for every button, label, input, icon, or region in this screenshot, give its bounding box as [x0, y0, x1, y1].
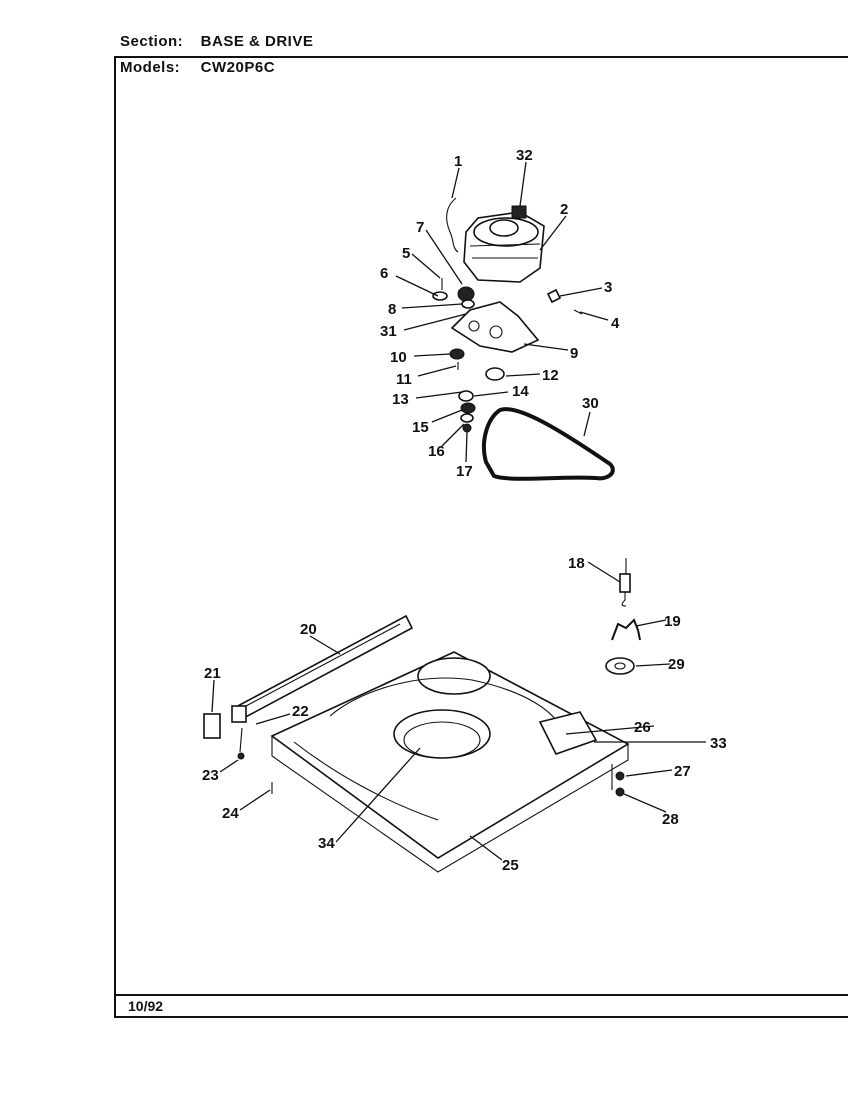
- section-label: Section:: [120, 33, 184, 50]
- base-part: [270, 651, 630, 873]
- callout-34: 34: [318, 835, 335, 852]
- callout-4: 4: [611, 315, 620, 332]
- callout-19: 19: [664, 613, 681, 630]
- callout-8: 8: [388, 301, 396, 318]
- diagram-frame: [114, 56, 848, 1018]
- callout-7: 7: [416, 219, 424, 236]
- models-label: Models:: [120, 59, 181, 76]
- callout-2: 2: [560, 201, 568, 218]
- section-value: BASE & DRIVE: [200, 33, 314, 50]
- callout-18: 18: [568, 555, 585, 572]
- callout-20: 20: [300, 621, 317, 638]
- callout-5: 5: [402, 245, 410, 262]
- callout-28: 28: [662, 811, 679, 828]
- callout-labels: 1 2 3 4 5 6 7 8 9 10 11 12 13 14 15 16 1…: [202, 147, 727, 874]
- callout-29: 29: [668, 656, 685, 673]
- drive-plate-part: [450, 301, 540, 353]
- callout-1: 1: [454, 153, 462, 170]
- footer-date: 10/92: [128, 998, 164, 1014]
- callout-12: 12: [542, 367, 559, 384]
- callout-24: 24: [222, 805, 239, 822]
- callout-31: 31: [380, 323, 397, 340]
- callout-30: 30: [582, 395, 599, 412]
- drive-belt-part: [481, 407, 615, 481]
- callout-6: 6: [380, 265, 388, 282]
- callout-14: 14: [512, 383, 529, 400]
- spring-part: [619, 558, 631, 607]
- callout-26: 26: [634, 719, 651, 736]
- callout-23: 23: [202, 767, 219, 784]
- callout-21: 21: [204, 665, 221, 682]
- wire-part: [446, 197, 459, 253]
- callout-16: 16: [428, 443, 445, 460]
- callout-33: 33: [710, 735, 727, 752]
- callout-9: 9: [570, 345, 578, 362]
- leader-lines: [211, 161, 706, 861]
- support-bar-part: [231, 614, 414, 723]
- section-header: Section: BASE & DRIVE: [120, 33, 313, 50]
- footer-rule: [114, 994, 848, 996]
- motor-part: [463, 205, 545, 283]
- callout-25: 25: [502, 857, 519, 874]
- callout-27: 27: [674, 763, 691, 780]
- callout-32: 32: [516, 147, 533, 164]
- callout-17: 17: [456, 463, 473, 480]
- callout-3: 3: [604, 279, 612, 296]
- callout-11: 11: [396, 371, 412, 388]
- models-header: Models: CW20P6C: [120, 59, 275, 76]
- callout-15: 15: [412, 419, 429, 436]
- callout-13: 13: [392, 391, 409, 408]
- models-value: CW20P6C: [200, 59, 276, 76]
- bracket-part: [203, 713, 273, 794]
- washer-part: [605, 657, 635, 675]
- small-hardware: [432, 278, 583, 433]
- clip-part: [611, 618, 641, 641]
- callout-22: 22: [292, 703, 309, 720]
- callout-10: 10: [390, 349, 407, 366]
